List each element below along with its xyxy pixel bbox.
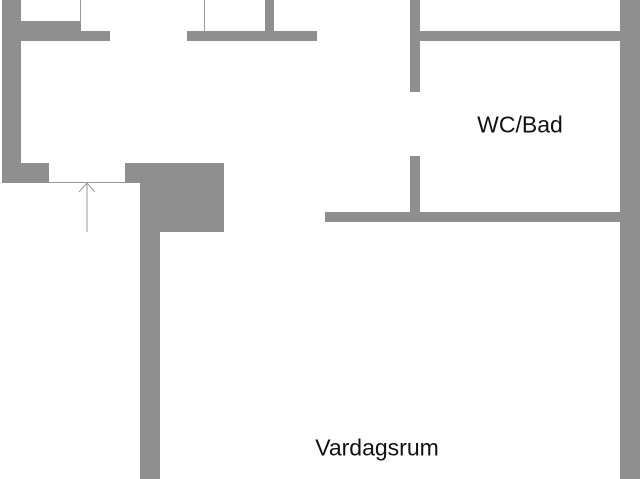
wall-right (620, 0, 640, 479)
door-line (204, 0, 205, 31)
wall-bath-top (420, 31, 620, 41)
wall-left-bottom (2, 163, 49, 183)
wall-bath-left-upper (410, 0, 420, 92)
wall-left (2, 0, 21, 183)
wall-living-left (140, 163, 160, 479)
entrance-threshold (49, 182, 126, 183)
wall-top-middle-vertical (265, 0, 274, 31)
room-label-wc-bad: WC/Bad (477, 111, 563, 138)
wall-top-left (21, 31, 110, 41)
wall-top-middle (187, 31, 317, 41)
door-line (80, 0, 81, 22)
entrance-arrow-icon (78, 182, 96, 232)
wall-bath-left-lower (410, 156, 420, 218)
room-label-vardagsrum: Vardagsrum (315, 434, 439, 461)
wall-bath-bottom (325, 212, 620, 222)
